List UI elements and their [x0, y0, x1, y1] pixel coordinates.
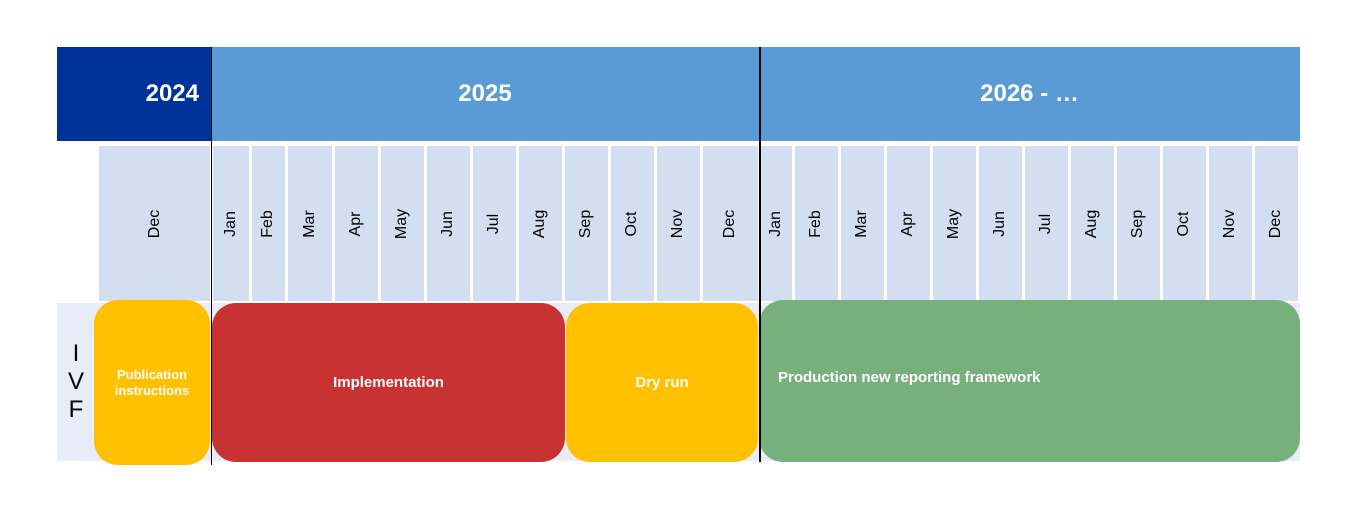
month-label: Feb	[807, 209, 825, 238]
month-label: Sep	[1129, 209, 1147, 238]
month-label: Mar	[853, 209, 871, 238]
month-cell: Jun	[426, 146, 470, 301]
month-label: Nov	[669, 209, 687, 238]
month-cell: Oct	[610, 146, 654, 301]
month-cell: Nov	[656, 146, 700, 301]
month-label: Jun	[991, 210, 1009, 237]
month-cell: Apr	[886, 146, 930, 301]
month-cell: Sep	[1116, 146, 1160, 301]
month-label: Jul	[1037, 213, 1055, 234]
month-label: May	[393, 208, 411, 239]
month-label: Nov	[1221, 209, 1239, 238]
month-cell: Aug	[518, 146, 562, 301]
month-label: Mar	[300, 209, 318, 238]
phase-label: Production new reporting framework	[778, 368, 1041, 386]
month-label: Aug	[1083, 209, 1101, 238]
month-cell: Feb	[794, 146, 838, 301]
month-cell: Feb	[251, 146, 285, 301]
phase-label: Dry run	[635, 374, 689, 391]
month-label: Oct	[1175, 211, 1193, 236]
month-cell: Oct	[1162, 146, 1206, 301]
year-label: 2024	[145, 80, 199, 107]
month-cell: Dec	[99, 146, 210, 301]
month-label: Dec	[1267, 209, 1285, 238]
month-cell: Mar	[840, 146, 884, 301]
month-label: Apr	[899, 211, 917, 236]
phase-bar-3: Production new reporting framework	[759, 300, 1300, 462]
month-label: Jul	[485, 213, 503, 234]
month-label: May	[945, 208, 963, 239]
year-divider-line	[759, 47, 761, 462]
month-cell: Sep	[564, 146, 608, 301]
year-header-0: 2024	[57, 47, 211, 141]
month-label: Oct	[623, 211, 641, 236]
month-cell: Jul	[472, 146, 516, 301]
month-cell: Jun	[978, 146, 1022, 301]
month-label: Apr	[347, 211, 365, 236]
month-cell: Nov	[1208, 146, 1252, 301]
month-label: Jan	[221, 210, 239, 237]
phase-label: Publication instructions	[114, 366, 190, 398]
row-label-letter: V	[67, 368, 84, 395]
month-label: Dec	[721, 209, 739, 238]
month-cell: Jul	[1024, 146, 1068, 301]
month-cell: Mar	[287, 146, 332, 301]
year-header-1: 2025	[211, 47, 759, 141]
row-label-letter: I	[72, 340, 80, 367]
year-divider-line	[210, 47, 212, 465]
month-label: Aug	[531, 209, 549, 238]
month-cell: Apr	[334, 146, 378, 301]
month-label: Dec	[145, 209, 163, 238]
phase-bar-1: Implementation	[212, 303, 565, 462]
month-cell: Aug	[1070, 146, 1114, 301]
month-cell: Jan	[760, 146, 792, 301]
month-cell: Dec	[1254, 146, 1298, 301]
month-cell: May	[380, 146, 424, 301]
month-cell: May	[932, 146, 976, 301]
year-label: 2026 - …	[980, 80, 1079, 107]
year-label: 2025	[458, 80, 512, 107]
year-header-2: 2026 - …	[759, 47, 1300, 141]
month-label: Feb	[259, 209, 277, 238]
phase-bar-0: Publication instructions	[94, 300, 210, 465]
month-label: Jun	[439, 210, 457, 237]
phase-bar-2: Dry run	[566, 303, 758, 462]
phase-label: Implementation	[333, 374, 444, 391]
month-label: Jan	[767, 210, 785, 237]
month-label: Sep	[577, 209, 595, 238]
month-cell: Dec	[702, 146, 758, 301]
month-cell: Jan	[212, 146, 249, 301]
row-label-letter: F	[68, 396, 84, 423]
